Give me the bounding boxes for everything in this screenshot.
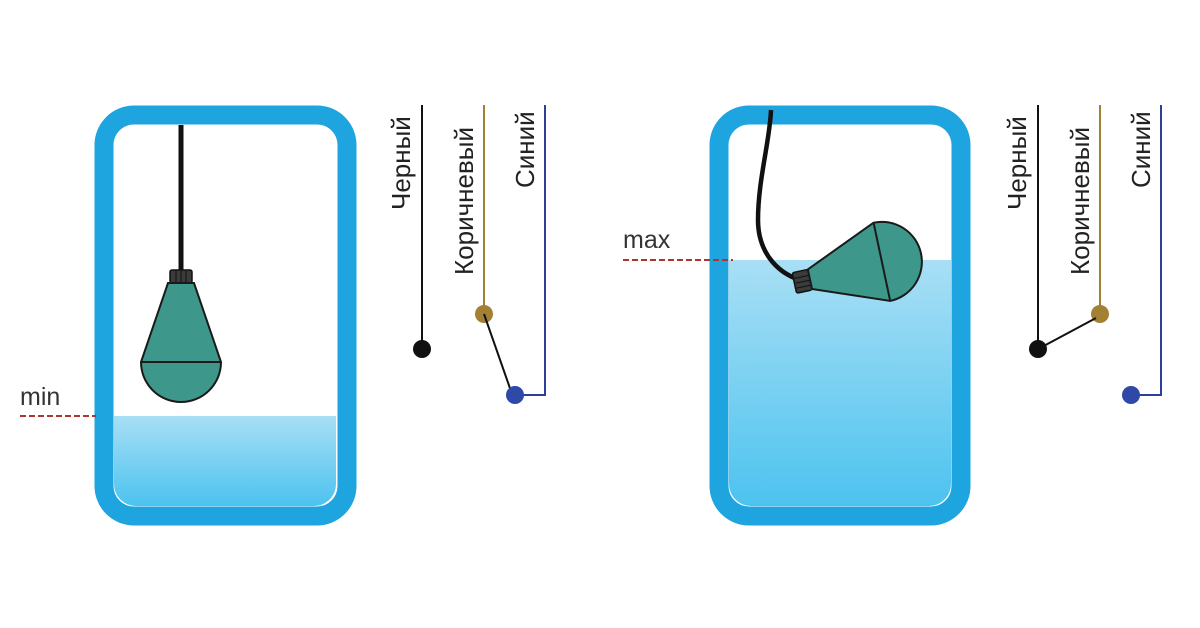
left-wiring: Черный Коричневый Синий <box>386 105 546 404</box>
right-blue-terminal <box>1122 386 1140 404</box>
right-scene: max Черный Коричневый Синий <box>623 105 1162 526</box>
left-blue-wire <box>515 105 546 396</box>
left-black-label: Черный <box>386 116 416 210</box>
left-scene: min Черный Коричневый Синий <box>20 105 546 526</box>
min-level-label: min <box>20 383 60 411</box>
right-black-terminal <box>1029 340 1047 358</box>
float-switch-icon <box>139 125 223 403</box>
right-brown-label: Коричневый <box>1065 127 1095 275</box>
max-level-label: max <box>623 226 671 254</box>
left-blue-terminal <box>506 386 524 404</box>
left-tank <box>94 105 357 526</box>
right-blue-wire <box>1131 105 1162 396</box>
left-blue-label: Синий <box>510 111 540 188</box>
float-switch-icon <box>755 109 923 302</box>
right-blue-label: Синий <box>1126 111 1156 188</box>
left-switch-contact <box>483 313 513 395</box>
right-black-label: Черный <box>1002 116 1032 210</box>
left-black-terminal <box>413 340 431 358</box>
right-switch-contact <box>1039 317 1097 349</box>
right-tank <box>709 105 971 526</box>
left-water <box>114 416 336 506</box>
right-water <box>729 260 951 506</box>
left-brown-label: Коричневый <box>449 127 479 275</box>
right-wiring: Черный Коричневый Синий <box>1002 105 1162 404</box>
